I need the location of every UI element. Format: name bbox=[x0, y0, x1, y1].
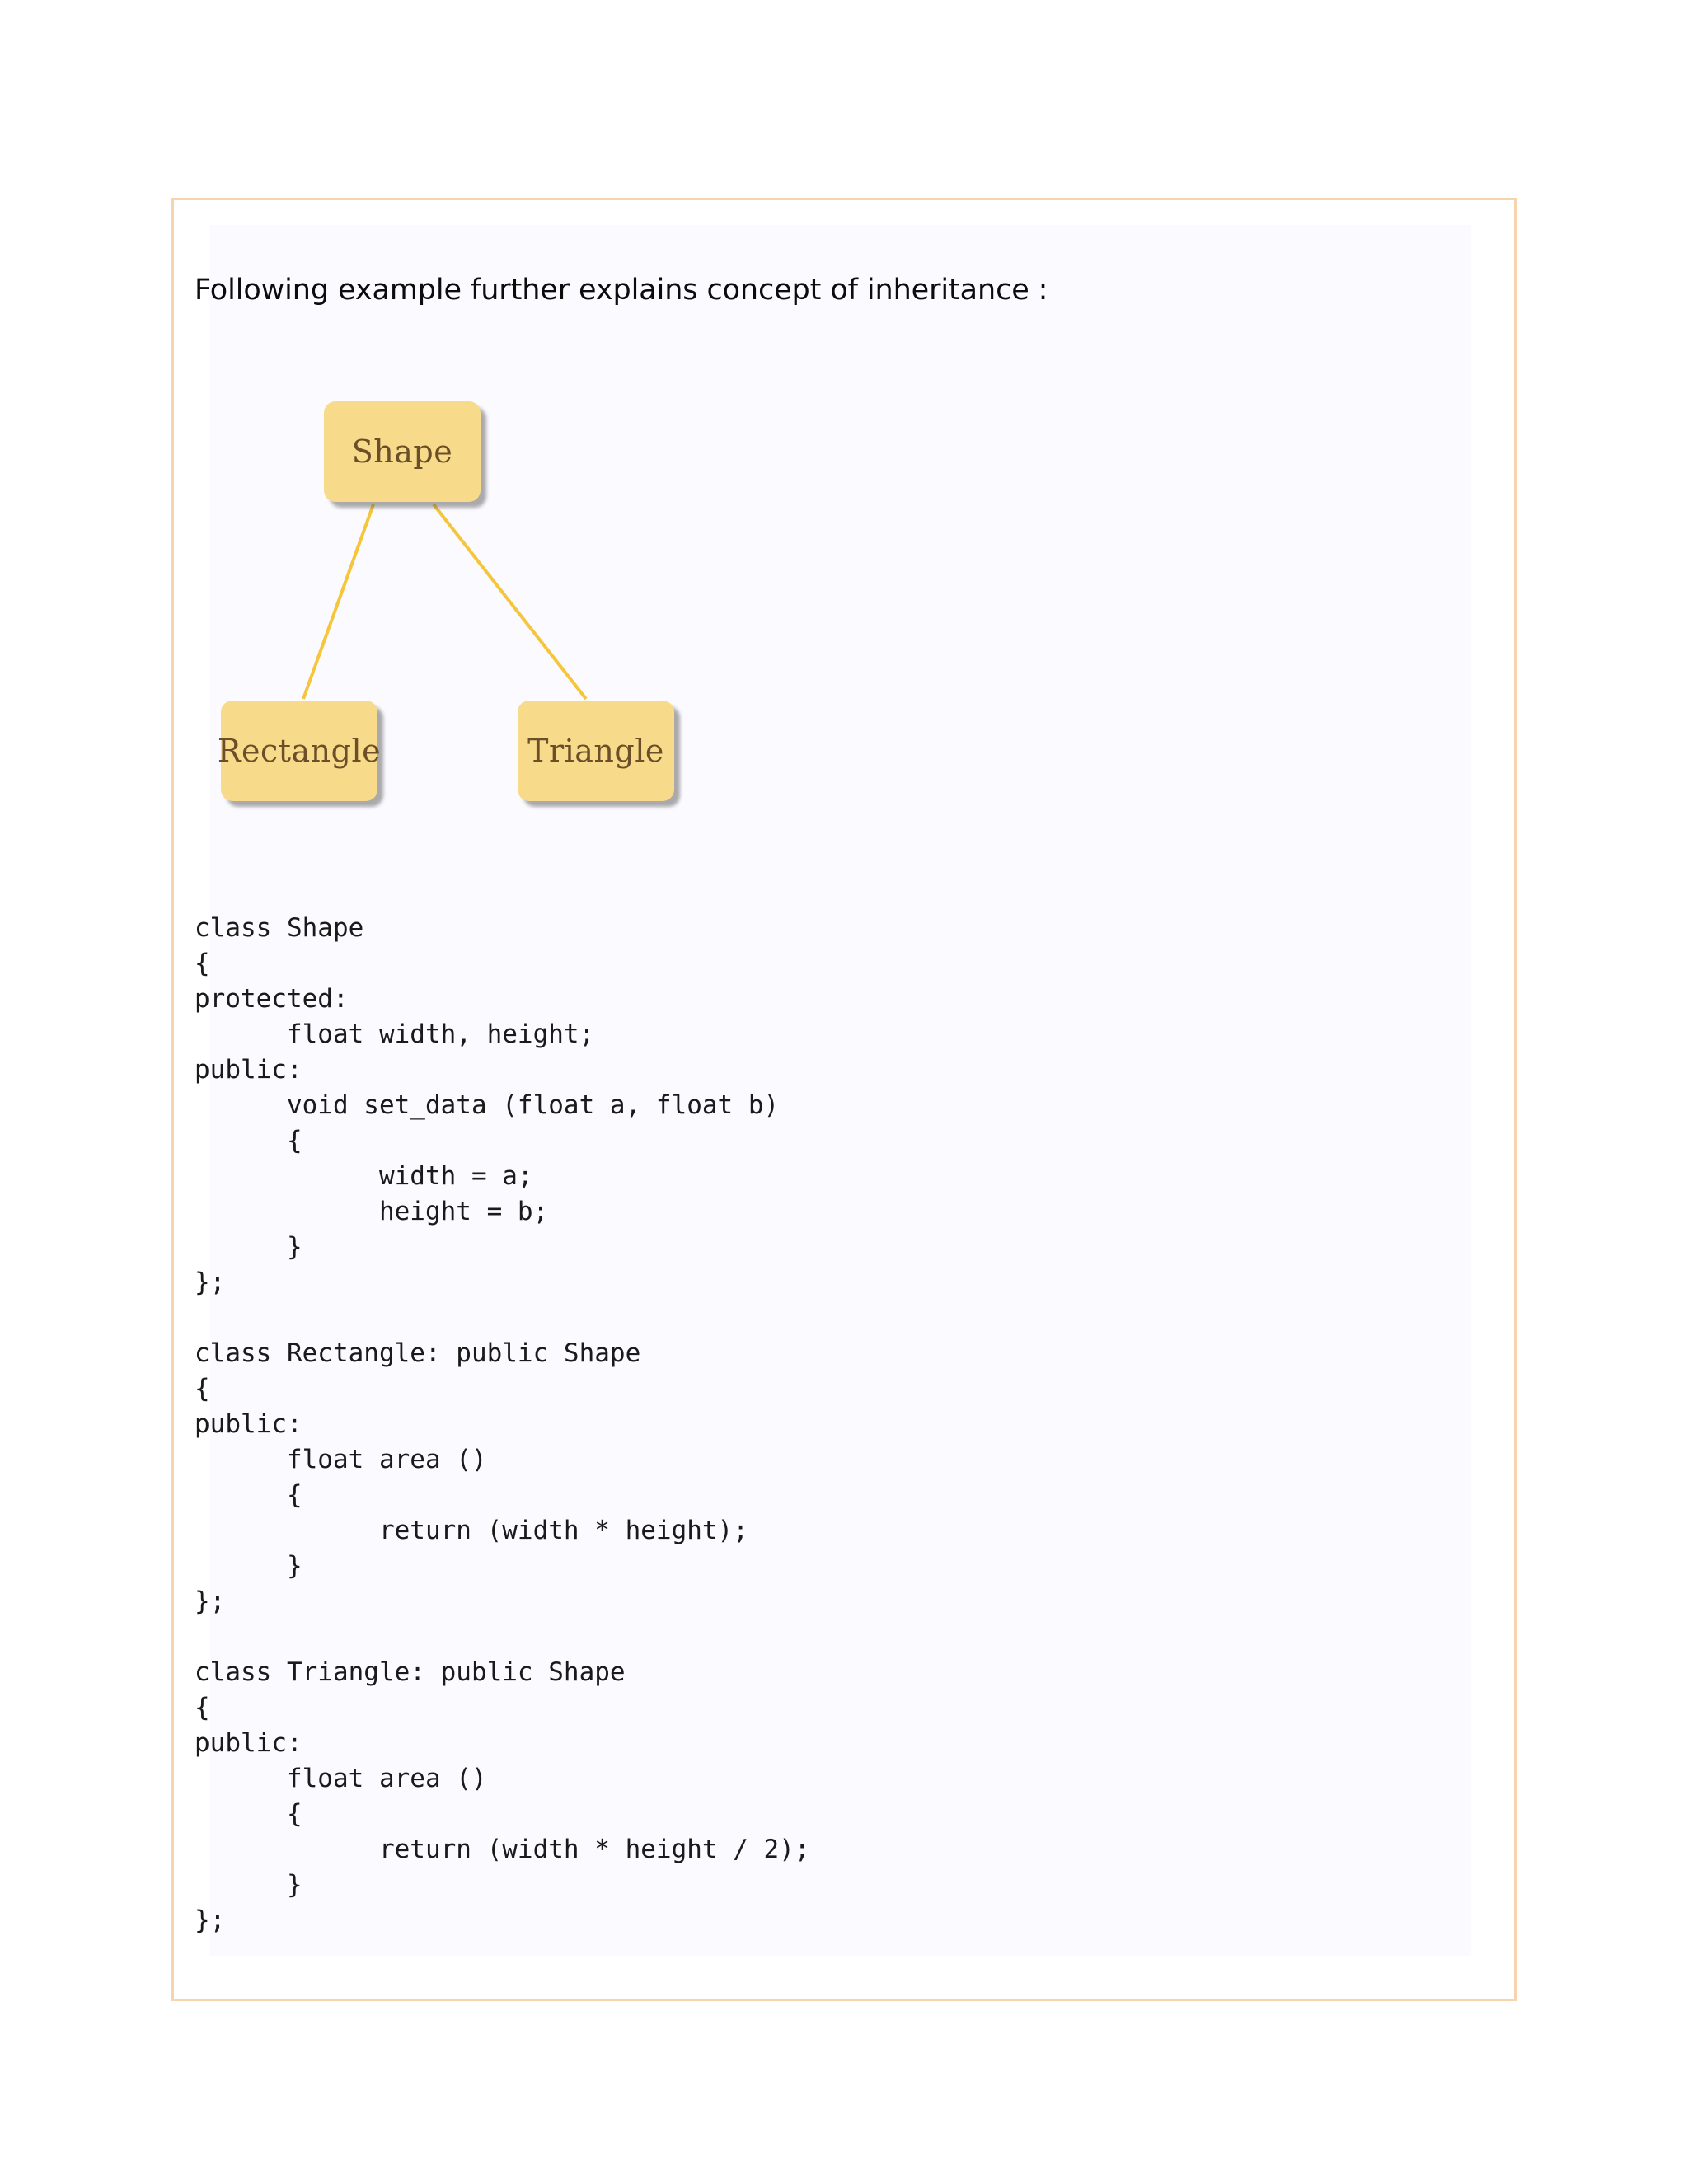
diagram-node-label: Rectangle bbox=[217, 733, 382, 769]
diagram-node-shape[interactable]: Shape bbox=[324, 401, 481, 502]
connector-shape-to-rectangle bbox=[302, 504, 375, 700]
code-line: { bbox=[195, 1126, 302, 1155]
code-line: public: bbox=[195, 1409, 302, 1439]
code-line: } bbox=[195, 1232, 302, 1262]
code-line: }; bbox=[195, 1586, 226, 1616]
code-blank-line bbox=[195, 1301, 1348, 1336]
code-block: class Shape { protected: float width, heig… bbox=[195, 911, 1348, 1938]
code-line: height = b; bbox=[195, 1197, 549, 1226]
code-line: class Triangle: public Shape bbox=[195, 1657, 626, 1687]
code-line: float area () bbox=[195, 1445, 487, 1474]
code-line: return (width * height / 2); bbox=[195, 1835, 810, 1864]
slide-frame bbox=[171, 198, 1517, 2001]
code-line: void set_data (float a, float b) bbox=[195, 1090, 780, 1120]
diagram-node-triangle[interactable]: Triangle bbox=[518, 701, 674, 801]
code-line: width = a; bbox=[195, 1161, 533, 1191]
code-line: } bbox=[195, 1870, 302, 1900]
content-panel bbox=[210, 225, 1471, 1956]
code-line: float width, height; bbox=[195, 1019, 595, 1049]
code-line: { bbox=[195, 949, 210, 978]
code-line: return (width * height); bbox=[195, 1516, 748, 1545]
code-line: }; bbox=[195, 1905, 226, 1935]
diagram-node-label: Triangle bbox=[528, 733, 664, 769]
code-line: public: bbox=[195, 1728, 302, 1758]
diagram-node-rectangle[interactable]: Rectangle bbox=[218, 701, 381, 801]
code-line: class Shape bbox=[195, 913, 364, 943]
code-line: protected: bbox=[195, 984, 349, 1014]
code-line: { bbox=[195, 1374, 210, 1404]
code-line: float area () bbox=[195, 1764, 487, 1793]
connector-shape-to-triangle bbox=[432, 503, 588, 701]
code-line: { bbox=[195, 1480, 302, 1510]
code-blank-line bbox=[195, 1619, 1348, 1655]
code-line: { bbox=[195, 1693, 210, 1722]
code-line: { bbox=[195, 1799, 302, 1829]
diagram-node-label: Shape bbox=[351, 434, 453, 470]
diagram-connectors bbox=[302, 503, 588, 701]
code-line: public: bbox=[195, 1055, 302, 1085]
code-line: class Rectangle: public Shape bbox=[195, 1338, 641, 1368]
code-line: }; bbox=[195, 1268, 226, 1297]
inheritance-diagram: Shape Rectangle Triangle bbox=[171, 363, 996, 832]
page-title: Following example further explains conce… bbox=[195, 274, 1048, 307]
code-line: } bbox=[195, 1551, 302, 1581]
